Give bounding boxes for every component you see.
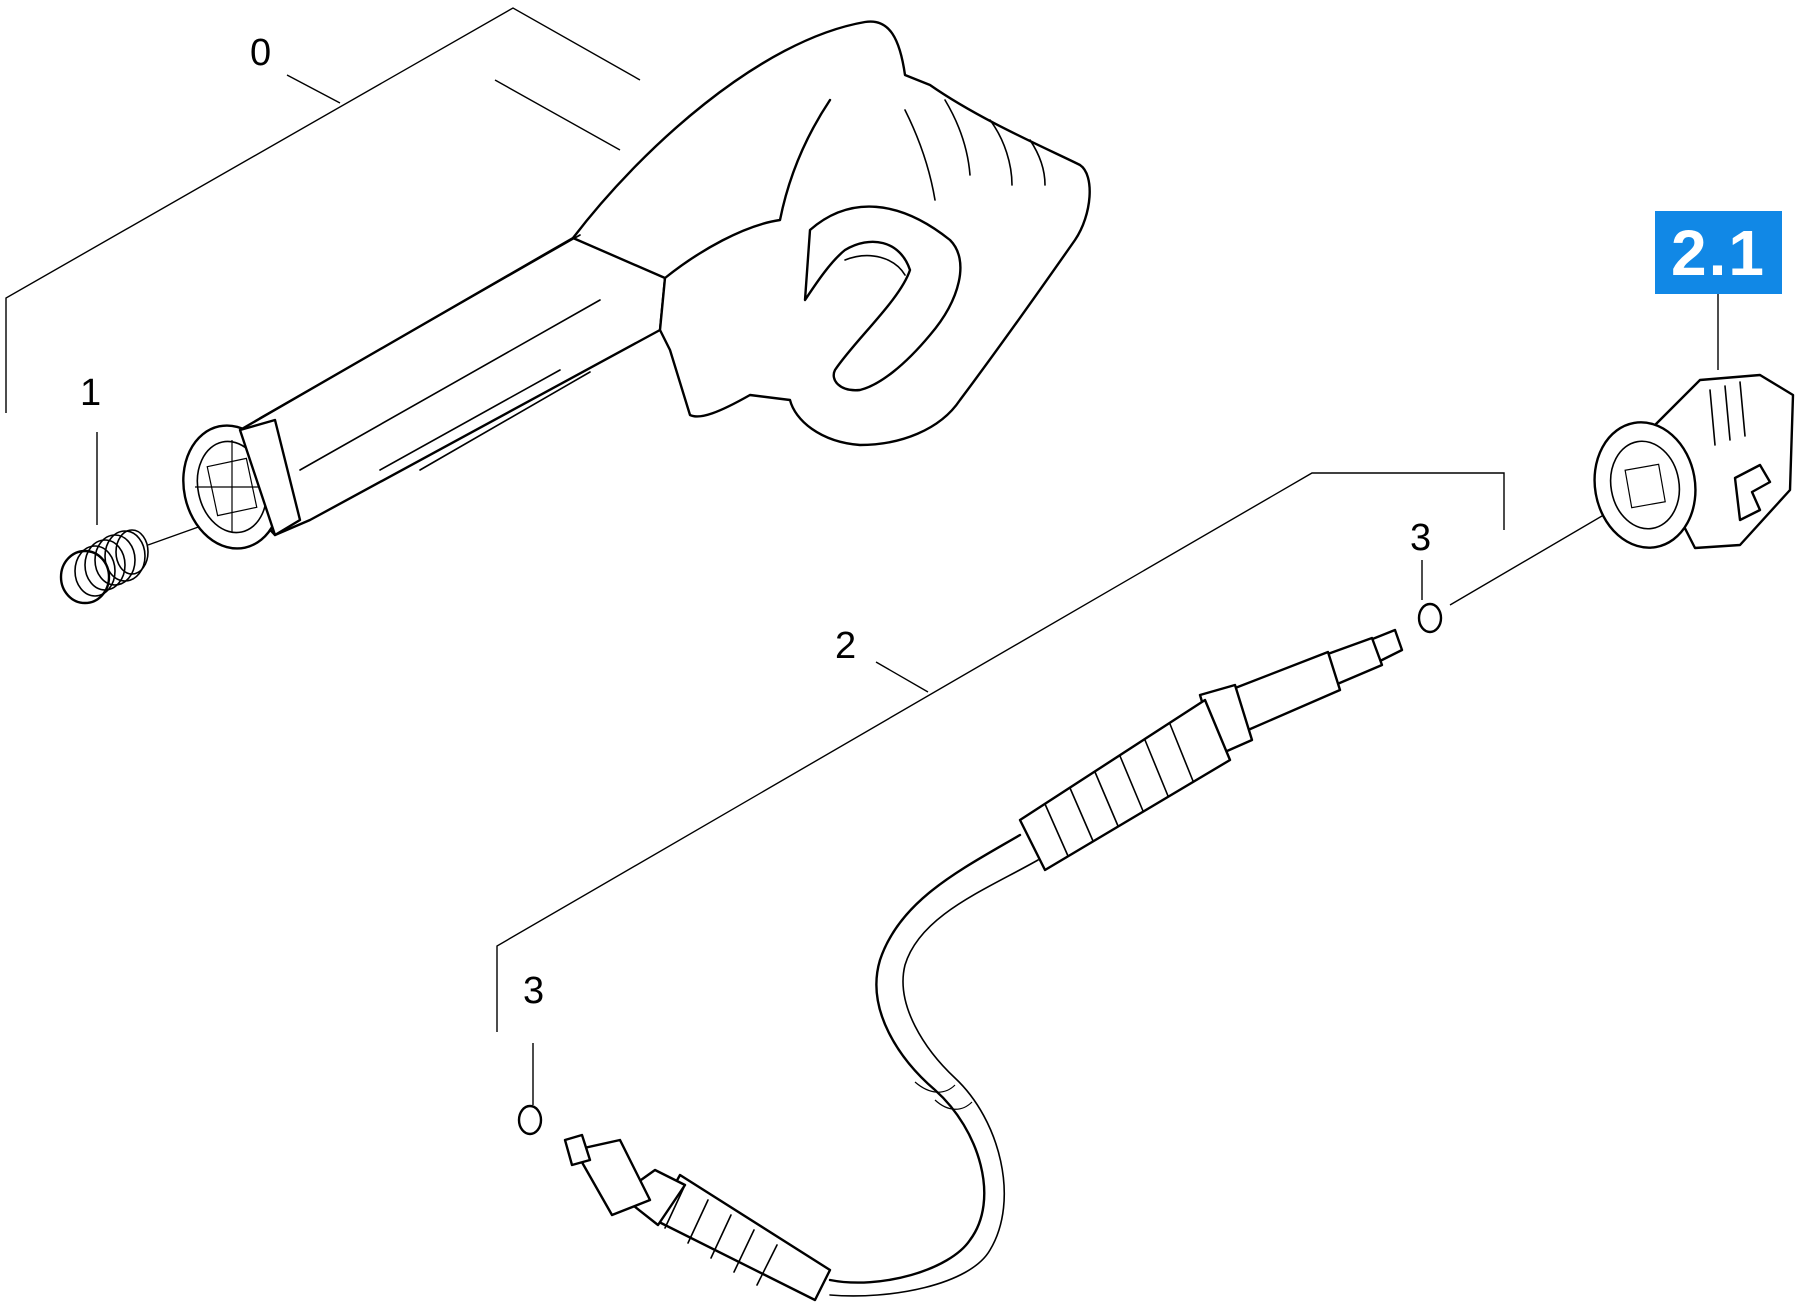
o-ring-left [517,1104,543,1136]
callout-3-left: 3 [523,970,545,1012]
callout-1: 1 [80,372,102,414]
trigger-gun [182,20,1091,550]
leader-0-gun [494,79,621,151]
leader-2-label [875,661,929,693]
callout-2: 2 [835,625,857,667]
leader-0-label [286,74,341,104]
callout-3-right: 3 [1410,517,1432,559]
leader-2-bracket [496,472,1505,1032]
o-ring-right [1417,602,1443,634]
callout-0: 0 [250,32,272,74]
coupling-nut [1593,373,1795,550]
hose [563,628,1404,1302]
leader-0-bracket [5,7,641,413]
spring [59,529,149,605]
callout-2-1-badge[interactable]: 2.1 [1655,211,1782,294]
leader-lines [5,7,1719,1105]
